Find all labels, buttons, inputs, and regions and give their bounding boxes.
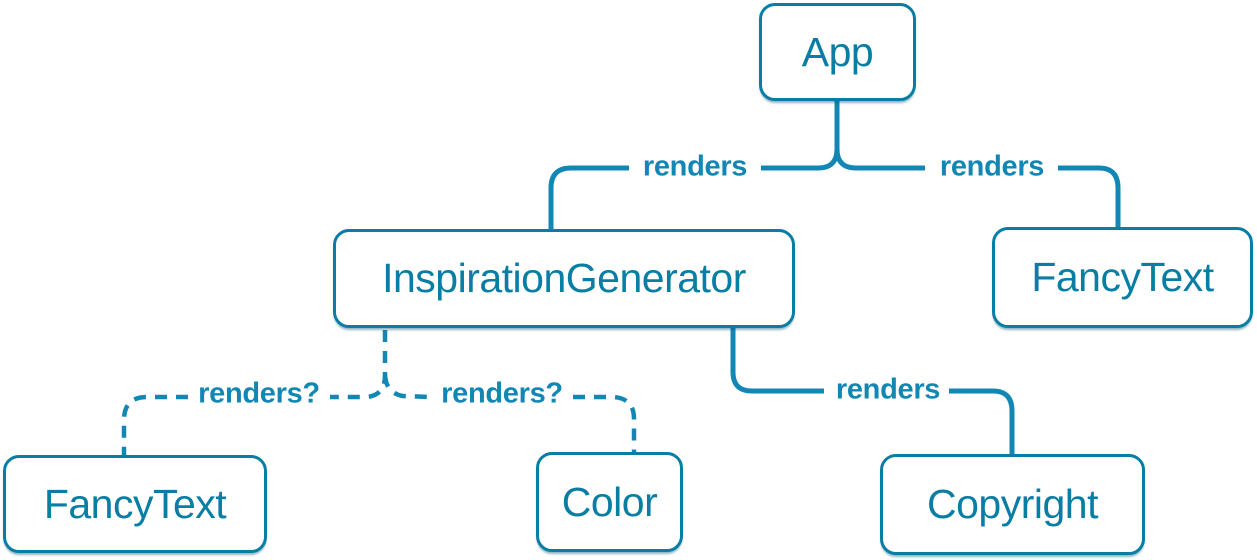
edge-label-renders-copyright: renders: [835, 373, 941, 406]
node-copyright: Copyright: [880, 454, 1145, 555]
edge-label-renders-app-fancytext: renders: [939, 150, 1045, 183]
node-fancy-text-bottom: FancyText: [3, 455, 267, 553]
edge-inspirationgenerator-copyright: [730, 328, 1015, 454]
edge-app-fancytext: [834, 148, 1121, 227]
node-copyright-label: Copyright: [927, 481, 1098, 527]
node-color: Color: [536, 452, 683, 552]
node-inspiration-generator-label: InspirationGenerator: [382, 255, 746, 301]
node-fancy-text-bottom-label: FancyText: [43, 480, 227, 527]
node-fancy-text-top: FancyText: [992, 227, 1253, 328]
edge-label-renders-app-inspirationgenerator: renders: [642, 150, 748, 183]
node-app: App: [759, 3, 916, 101]
node-app-label: App: [801, 28, 874, 75]
node-color-label: Color: [561, 478, 658, 525]
edge-label-renders-conditional-color: renders?: [441, 377, 563, 410]
edge-label-renders-conditional-fancytext: renders?: [198, 377, 320, 410]
node-inspiration-generator: InspirationGenerator: [333, 229, 795, 328]
node-fancy-text-top-label: FancyText: [1031, 254, 1214, 300]
edge-inspirationgenerator-color-conditional: [382, 374, 637, 452]
